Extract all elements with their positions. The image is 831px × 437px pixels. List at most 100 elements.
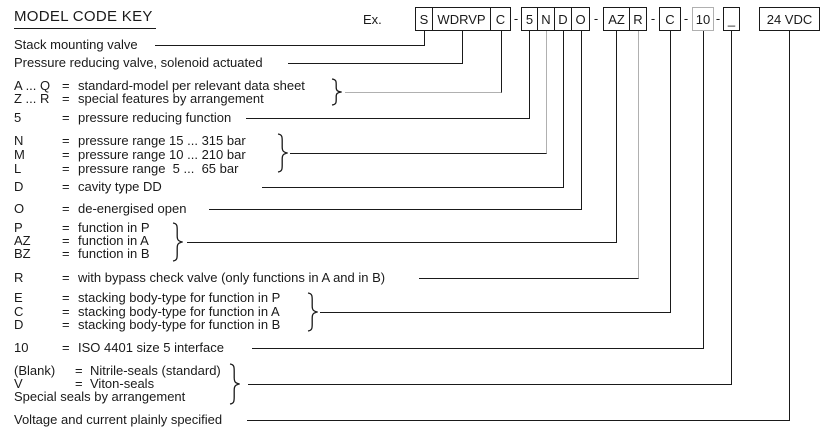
row-equals: =	[62, 161, 70, 176]
row-voltage-current: Voltage and current plainly specified	[14, 411, 494, 429]
row-key: E	[14, 290, 23, 305]
row-stacking-d: D = stacking body-type for function in B	[14, 316, 494, 334]
code-box-wdrvp: WDRVP	[433, 7, 491, 31]
row-range-n: N = pressure range 15 ... 315 bar	[14, 132, 494, 150]
row-desc: stacking body-type for function in P	[78, 290, 281, 305]
brace-function-port	[172, 222, 184, 262]
row-text: Voltage and current plainly specified	[14, 412, 223, 427]
row-bypass: R=with bypass check valve (only function…	[14, 269, 494, 287]
row-function-p: P=function in P	[14, 219, 494, 237]
code-box-az: AZ	[603, 7, 630, 31]
row-text: Pressure reducing valve, solenoid actuat…	[14, 55, 263, 70]
code-box-n: N	[538, 7, 555, 31]
row-special-features: Z ... R=special features by arrangement	[14, 90, 494, 108]
row-equals: =	[62, 78, 70, 93]
code-box-o: O	[572, 7, 590, 31]
row-stacking-e: E = stacking body-type for function in P	[14, 289, 494, 307]
row-equals: =	[62, 317, 70, 332]
row-desc: pressure range 5 ... 65 bar	[78, 161, 239, 176]
row-desc: pressure reducing function	[78, 110, 232, 125]
leader-deenergised	[209, 31, 582, 210]
code-box-r: R	[630, 7, 647, 31]
row-key: A ... Q	[14, 78, 51, 93]
leader-bypass	[419, 31, 639, 279]
row-cavity: D=cavity type DD	[14, 178, 494, 196]
row-key: N	[14, 133, 24, 148]
row-key: BZ	[14, 246, 31, 261]
row-text: Special seals by arrangement	[14, 389, 186, 404]
row-nitrile-seals: (Blank)=Nitrile-seals (standard)	[14, 362, 494, 380]
leader-pressure-reducing	[288, 31, 463, 64]
row-key: Z ... R	[14, 91, 50, 106]
row-equals: =	[62, 233, 70, 248]
row-standard-model: A ... Q = standard-model per relevant data…	[14, 77, 494, 95]
row-special-seals: Special seals by arrangement	[14, 388, 494, 406]
row-deenergised: O = de-energised open	[14, 200, 494, 218]
row-equals: =	[62, 290, 70, 305]
leader-cavity	[262, 31, 564, 188]
leader-function-5	[246, 31, 530, 119]
leader-pressure-range	[290, 31, 547, 154]
code-box-10: 10	[692, 7, 714, 31]
row-key: V	[14, 376, 23, 391]
code-box-c2: C	[659, 7, 681, 31]
row-range-l: L = pressure range 5 ... 65 bar	[14, 160, 494, 178]
leader-seals	[248, 31, 732, 385]
row-desc: ISO 4401 size 5 interface	[78, 340, 224, 355]
row-desc: pressure range 15 ... 315 bar	[78, 133, 246, 148]
page-title: MODEL CODE KEY	[14, 8, 156, 29]
row-desc: function in A	[78, 233, 149, 248]
row-text: Stack mounting valve	[14, 37, 138, 52]
row-key: R	[14, 270, 24, 285]
code-box-s: S	[415, 7, 433, 31]
code-box-voltage: 24 VDC	[759, 7, 820, 31]
row-range-m: M=pressure range 10 ... 210 bar	[14, 146, 494, 164]
row-equals: =	[62, 201, 70, 216]
row-key: L	[14, 161, 22, 176]
row-desc: Viton-seals	[90, 376, 155, 391]
row-desc: pressure range 10 ... 210 bar	[78, 147, 246, 162]
row-key: D	[14, 179, 24, 194]
row-desc: Nitrile-seals (standard)	[90, 363, 221, 378]
row-equals: =	[62, 133, 70, 148]
row-key: 5	[14, 110, 22, 125]
row-function-b: BZ = function in B	[14, 245, 494, 263]
row-key: M	[14, 147, 25, 162]
separator-dash: -	[513, 11, 519, 26]
row-equals: =	[62, 91, 70, 106]
row-function-a: AZ = function in A	[14, 232, 494, 250]
row-function-5: 5 = pressure reducing function	[14, 109, 494, 127]
separator-dash: -	[650, 11, 656, 26]
row-key: D	[14, 317, 24, 332]
row-desc: standard-model per relevant data sheet	[78, 78, 305, 93]
row-desc: de-energised open	[78, 201, 187, 216]
separator-dash: -	[593, 11, 599, 26]
row-iso-interface: 10=ISO 4401 size 5 interface	[14, 339, 494, 357]
row-desc: stacking body-type for function in B	[78, 317, 281, 332]
row-stacking-c: C=stacking body-type for function in A	[14, 303, 494, 321]
code-box-blank: _	[723, 7, 740, 31]
brace-stacking-body	[307, 292, 319, 332]
row-equals: =	[62, 110, 70, 125]
code-box-d: D	[555, 7, 572, 31]
row-key: P	[14, 220, 23, 235]
row-key: C	[14, 304, 24, 319]
row-key: 10	[14, 340, 29, 355]
row-desc: function in B	[78, 246, 150, 261]
row-equals: =	[75, 376, 83, 391]
row-equals: =	[62, 246, 70, 261]
row-desc: function in P	[78, 220, 150, 235]
code-box-c: C	[491, 7, 511, 31]
brace-pressure-range	[277, 133, 289, 173]
row-desc: with bypass check valve (only functions …	[78, 270, 386, 285]
separator-dash: -	[715, 11, 721, 26]
separator-dash: -	[683, 11, 689, 26]
row-equals: =	[62, 179, 70, 194]
leader-standard-special	[345, 31, 502, 93]
row-key: AZ	[14, 233, 31, 248]
code-box-5: 5	[521, 7, 538, 31]
row-equals: =	[75, 363, 83, 378]
row-key: O	[14, 201, 25, 216]
row-desc: stacking body-type for function in A	[78, 304, 280, 319]
